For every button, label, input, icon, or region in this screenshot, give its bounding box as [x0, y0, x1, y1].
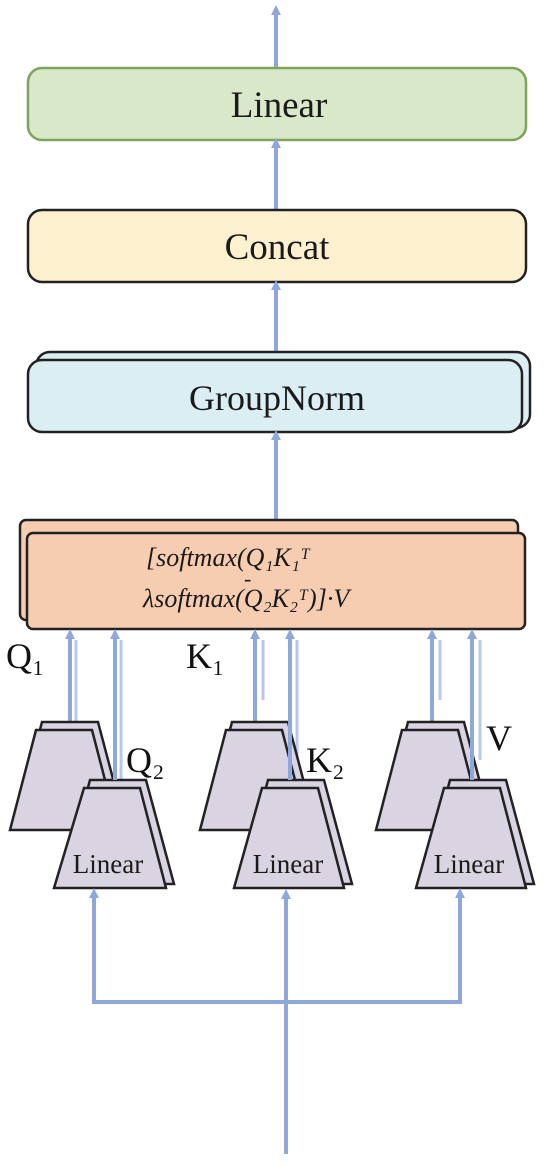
diff-attention-block: [softmax(Q₁K₁ᵀ - λsoftmax(Q₂K₂ᵀ)]·V	[18, 518, 527, 631]
attention-formula-line2: λsoftmax(Q₂K₂ᵀ)]·V	[142, 584, 352, 613]
concat-label: Concat	[225, 227, 331, 268]
q2-label: Q₂	[126, 740, 165, 780]
input-distribution	[89, 888, 465, 1154]
q1-label: Q₁	[6, 636, 45, 676]
groupnorm-label: GroupNorm	[189, 378, 365, 418]
attention-formula-minus: -	[244, 566, 251, 591]
groupnorm-block: GroupNorm	[26, 350, 532, 434]
linear-output-label: Linear	[231, 85, 328, 126]
concat-block: Concat	[26, 208, 528, 284]
linear-v-projection: Linear	[374, 720, 536, 890]
linear-k-label: Linear	[253, 849, 323, 879]
linear-q-projection: Linear	[8, 720, 176, 890]
linear-output-block: Linear	[26, 66, 528, 142]
k2-label: K₂	[306, 740, 345, 780]
linear-q-label: Linear	[73, 849, 143, 879]
qkv-arrow-overlay	[113, 700, 474, 780]
v-label: V	[486, 718, 512, 758]
attention-formula-line1: [softmax(Q₁K₁ᵀ	[146, 543, 311, 572]
k1-label: K₁	[186, 636, 225, 676]
linear-k-projection: Linear	[198, 720, 354, 890]
linear-v-label: Linear	[434, 849, 504, 879]
